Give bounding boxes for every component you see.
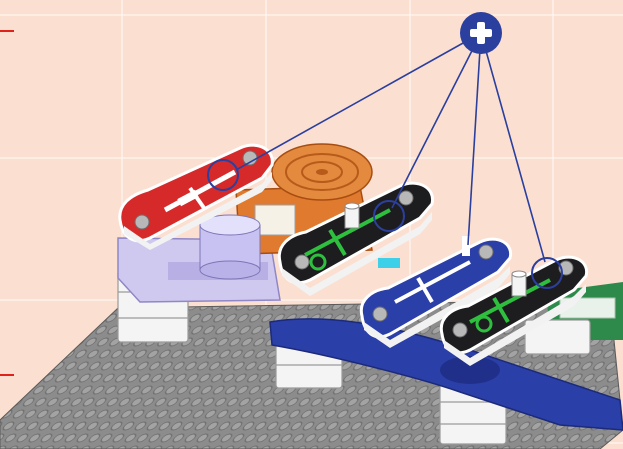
lavender-cylinder [200, 215, 260, 279]
plus-icon [460, 12, 502, 54]
